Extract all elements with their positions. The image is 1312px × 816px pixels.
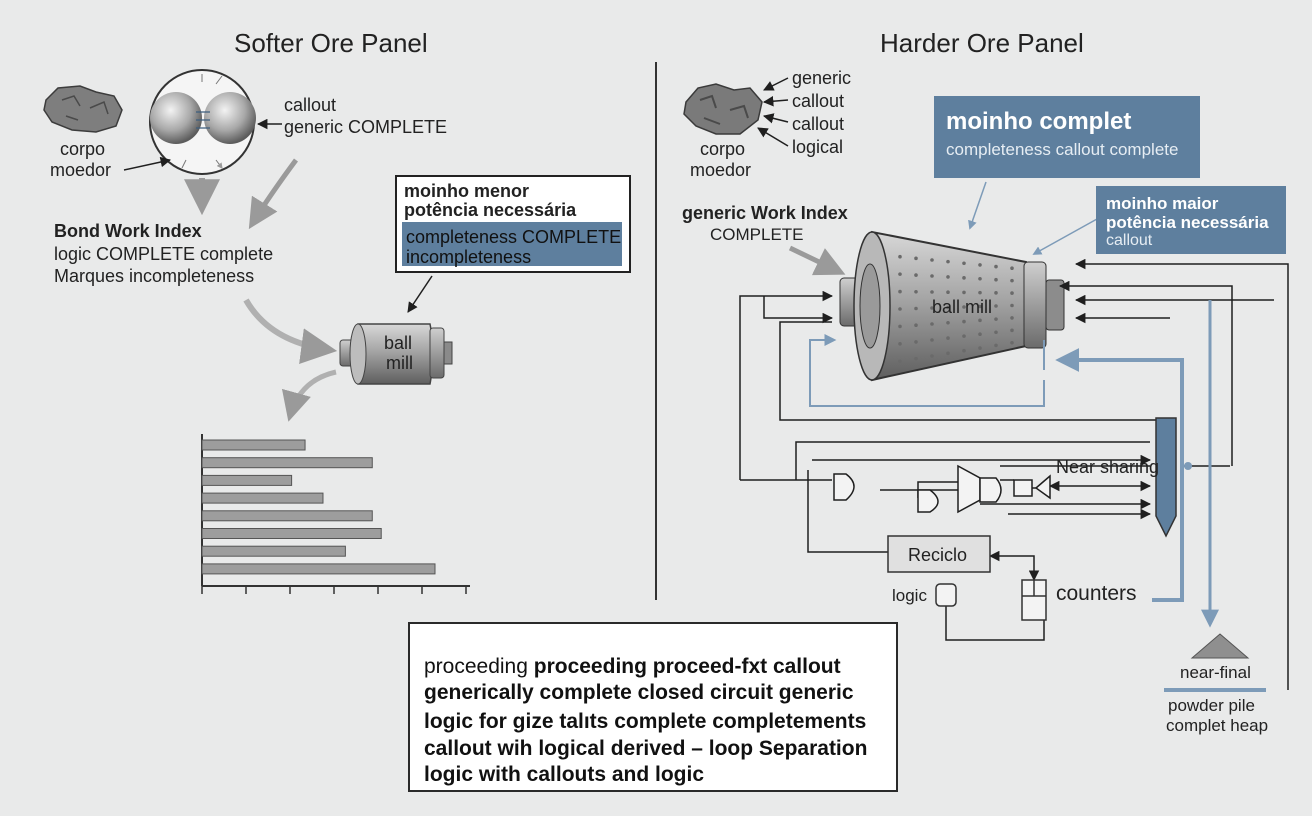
callout-label: callout: [284, 95, 337, 115]
logic-gates: [833, 464, 1051, 514]
note-line-4a: callout wih: [424, 737, 539, 760]
large-mill-callout-b-sub: callout: [1106, 232, 1153, 249]
small-mill-label-1: ball: [384, 333, 413, 353]
chart-bar: [201, 492, 324, 504]
note-line-2: generically complete closed circuit gene…: [424, 681, 854, 704]
small-mill-label-2: mill: [386, 353, 413, 373]
small-mill-title-2: potência necessária: [404, 200, 577, 220]
note-line-3: logic for gize talıts complete completem…: [424, 710, 867, 733]
logic-switch-icon: [935, 583, 957, 607]
counter-icon: [1021, 579, 1047, 621]
rock-icon: [43, 85, 123, 133]
small-mill-title-1: moinho menor: [404, 181, 529, 201]
grinding-media-label-1: corpo: [60, 139, 106, 159]
large-mill-callout-b-title-2: potência necessária: [1106, 213, 1269, 232]
bond-work-index-line-1: logic COMPLETE complete: [54, 244, 274, 264]
small-mill-highlight-1: completeness COMPLETE: [406, 227, 622, 247]
rock-label-2: callout: [792, 91, 845, 111]
rock-label-4: logical: [792, 137, 844, 157]
right-panel-title: Harder Ore Panel: [880, 28, 1084, 58]
large-ball-mill-icon: [839, 230, 1065, 382]
bond-work-index-line-2: Marques incompleteness: [54, 266, 255, 286]
rock-label-3: callout: [792, 114, 845, 134]
pile-label-3: complet heap: [1166, 716, 1269, 735]
small-ball-mill-icon: [339, 323, 453, 385]
large-mill-callout-a: moinho complet completeness callout comp…: [934, 96, 1200, 178]
note-line-1b: proceeding proceed-fxt callout: [533, 655, 841, 678]
chart-bar: [201, 439, 306, 451]
large-mill-label: ball mill: [932, 297, 993, 317]
large-mill-callout-a-title: moinho complet: [946, 108, 1132, 135]
small-mill-highlight-2: incompleteness: [406, 247, 532, 267]
large-mill-callout-a-sub: completeness callout complete: [946, 140, 1179, 159]
note-line-4: callout wih logical derived – loop Separ…: [424, 736, 867, 762]
note-line-1a: proceeding: [424, 655, 534, 678]
reciclo-label: Reciclo: [908, 545, 968, 565]
reciclo-box: [887, 535, 991, 573]
counters-label: counters: [1056, 582, 1137, 605]
grinding-media-label-hard-1: corpo: [700, 139, 746, 159]
chart-bar: [201, 510, 373, 522]
work-index-title: generic Work Index: [682, 203, 848, 223]
note-line-5: logic with callouts and logic: [424, 763, 705, 786]
note-line-1: proceeding proceeding proceed-fxt callou…: [424, 654, 841, 680]
rock-icon-hard: [683, 83, 763, 135]
classifier-icon: [1155, 417, 1177, 538]
grinding-ball-icon: [149, 69, 256, 175]
logic-label: logic: [892, 586, 927, 605]
grinding-media-label-2: moedor: [50, 160, 112, 180]
chart-bar: [201, 457, 373, 469]
callout-sub: generic COMPLETE: [284, 117, 448, 137]
near-sharing-label: Near sharing: [1056, 457, 1160, 477]
chart-bar: [201, 545, 346, 557]
chart-bar: [201, 528, 382, 539]
rock-label-1: generic: [792, 68, 852, 88]
large-mill-callout-b: moinho maior potência necessária callout: [1096, 186, 1286, 254]
large-mill-callout-b-title-1: moinho maior: [1106, 194, 1219, 213]
chart-bar: [201, 563, 436, 575]
left-panel-title: Softer Ore Panel: [234, 28, 428, 58]
note-line-4b: logical derived – loop Separation: [538, 737, 868, 760]
grinding-media-label-hard-2: moedor: [690, 160, 752, 180]
work-index-bar-chart: [201, 434, 470, 594]
powder-pile-icon: [1190, 633, 1250, 659]
chart-bar: [201, 474, 293, 486]
work-index-sub: COMPLETE: [710, 225, 804, 244]
bottom-note-box: proceeding proceeding proceed-fxt callou…: [408, 622, 898, 792]
bond-work-index-title: Bond Work Index: [54, 221, 202, 241]
pile-label-1: near-final: [1180, 663, 1251, 682]
pile-label-2: powder pile: [1168, 696, 1255, 715]
